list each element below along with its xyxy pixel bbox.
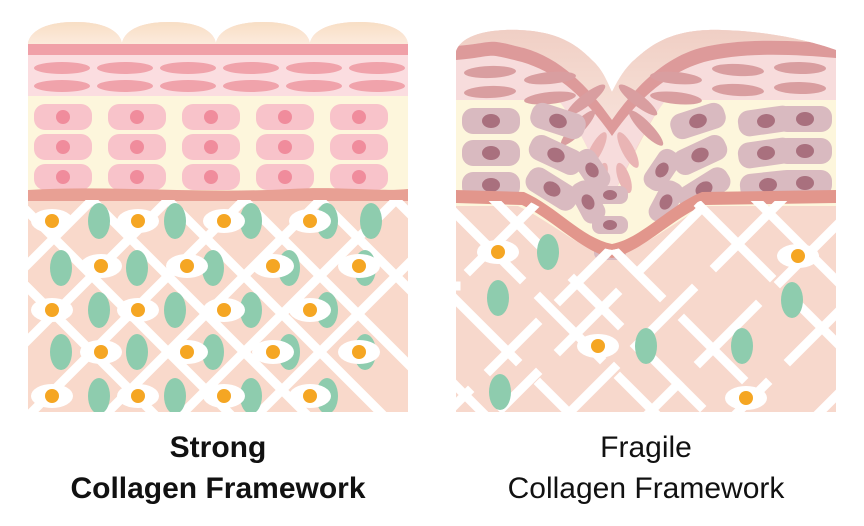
left-corneum-band [28,44,408,55]
right-dermal-junction [456,190,836,258]
right-corneum-band [456,40,836,136]
left-caption-line-1: Strong [170,431,267,464]
right-corneocyte-row-1 [464,61,826,116]
right-skin-cross-section [456,29,836,412]
right-caption-line-1: Fragile [600,431,692,464]
left-dermal-junction [28,188,408,201]
panel-aged-skin: Fragile Collagen Framework [456,29,836,505]
left-collagen-lattice [28,200,408,412]
left-corneocyte-row-2 [34,80,405,92]
right-caption-line-2: Collagen Framework [508,472,786,505]
right-elastin-nodes [487,234,803,410]
left-fibroblasts [31,209,380,408]
left-skin-cross-section [28,22,408,412]
right-stratum-corneum [456,29,836,120]
left-corneocyte-row-1 [34,62,405,74]
panel-healthy-skin: Strong Collagen Framework [28,22,408,505]
right-corneocyte-row-2 [464,81,826,146]
right-fibroblasts [477,240,819,410]
left-caption-line-2: Collagen Framework [70,472,365,505]
left-keratinocyte-grid [34,104,388,190]
